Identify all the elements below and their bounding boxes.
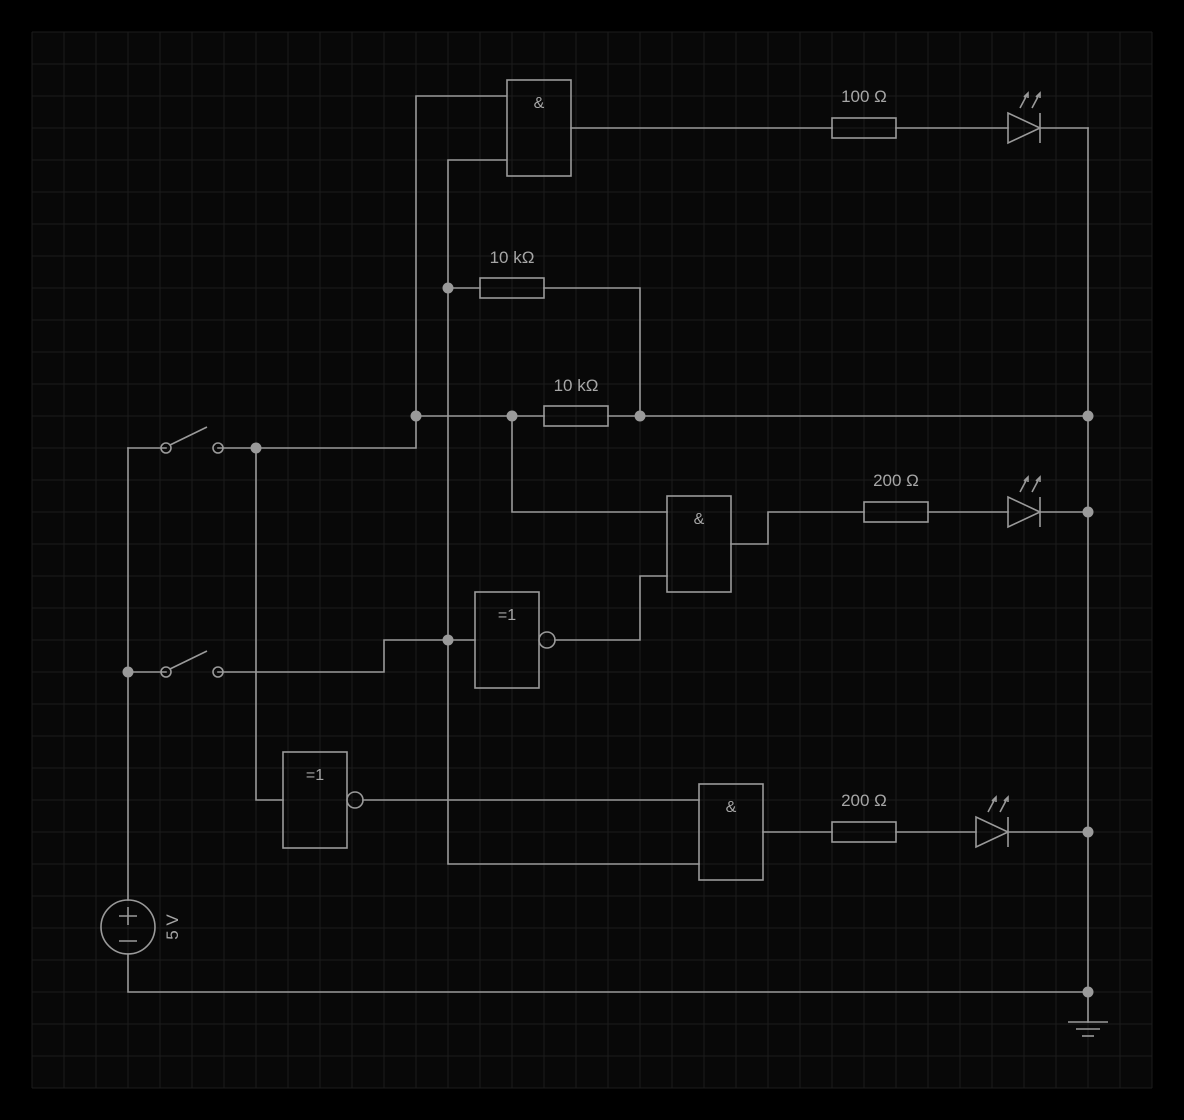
wire-pullup-upper-right [543, 287, 641, 417]
led-icon[interactable] [975, 795, 1010, 849]
resistor-pullup-upper-label: 10 kΩ [490, 248, 535, 267]
junction-nodes [122, 282, 1094, 998]
xnor-gate-bottom-label: =1 [306, 767, 324, 784]
voltage-source-icon[interactable]: 5 V [100, 899, 182, 955]
xnor-gate-middle[interactable]: =1 [474, 591, 556, 689]
and-gate-middle-label: & [694, 511, 705, 528]
wire-bus-b [447, 159, 700, 865]
resistor-bottom-label: 200 Ω [841, 791, 887, 810]
resistor-top-label: 100 Ω [841, 87, 887, 106]
resistor-top[interactable]: 100 Ω [831, 87, 897, 139]
wire-switch1-down [255, 447, 284, 801]
xnor-gate-middle-label: =1 [498, 607, 516, 624]
switch-icon[interactable] [160, 650, 224, 678]
junction-node [506, 410, 518, 422]
junction-node [1082, 986, 1094, 998]
ground-icon [1068, 1021, 1108, 1037]
and-gate-top-label: & [534, 95, 545, 112]
junction-node [250, 442, 262, 454]
and-gate-bottom[interactable]: & [698, 783, 764, 881]
resistor-pullup-upper[interactable]: 10 kΩ [479, 248, 545, 299]
wire-source-return [127, 953, 1089, 993]
junction-node [122, 666, 134, 678]
switch-icon[interactable] [160, 426, 224, 454]
grid [31, 31, 1153, 1089]
and-gate-top[interactable]: & [506, 79, 572, 177]
voltage-source-label: 5 V [163, 914, 182, 940]
junction-node [442, 282, 454, 294]
junction-node [410, 410, 422, 422]
and-gate-middle[interactable]: & [666, 495, 732, 593]
schematic-board [32, 32, 1152, 1088]
junction-node [1082, 410, 1094, 422]
xnor-gate-bottom[interactable]: =1 [282, 751, 364, 849]
and-gate-bottom-label: & [726, 799, 737, 816]
resistor-bottom[interactable]: 200 Ω [831, 791, 897, 843]
wire-and-mid-out [730, 511, 865, 545]
junction-node [1082, 506, 1094, 518]
wire-switch1-out [217, 95, 507, 449]
resistor-pullup-lower-label: 10 kΩ [554, 376, 599, 395]
junction-node [1082, 826, 1094, 838]
wires [127, 95, 1089, 1023]
wire-and-mid-in-b [554, 575, 668, 641]
resistor-middle[interactable]: 200 Ω [863, 471, 929, 523]
led-icon[interactable] [1007, 475, 1042, 529]
junction-node [634, 410, 646, 422]
resistor-middle-label: 200 Ω [873, 471, 919, 490]
junction-node [442, 634, 454, 646]
wire-switch2-out [217, 639, 476, 673]
resistor-pullup-lower[interactable]: 10 kΩ [543, 376, 609, 427]
wire-and-mid-in-a [511, 415, 668, 513]
led-icon[interactable] [1007, 91, 1042, 145]
